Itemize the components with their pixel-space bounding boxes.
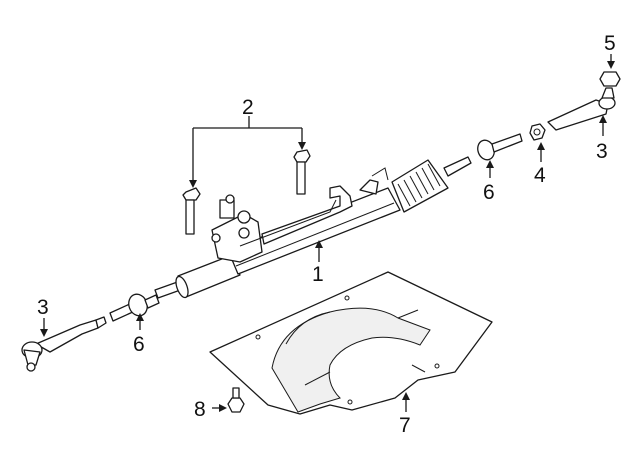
tie-rod-end-right [547,87,616,131]
callout-7: 7 [399,414,411,437]
mounting-bolt-right [293,149,311,195]
splash-shield [209,271,493,415]
callout-3-left: 3 [37,296,49,319]
mounting-bolt-left [182,187,201,235]
castle-nut [599,71,621,87]
callout-labels: 1 2 3 3 4 5 6 6 7 8 [37,32,616,437]
jam-nut [529,123,546,141]
callout-3-right: 3 [596,140,608,163]
callout-6-right: 6 [483,181,495,204]
shield-bolt [227,387,245,413]
steering-rack [154,156,472,299]
callout-2: 2 [242,96,254,119]
callout-6-left: 6 [133,333,145,356]
callout-8: 8 [194,398,206,421]
callout-5: 5 [604,32,616,55]
tie-rod-end-left [21,316,107,372]
inner-tie-rod-left [109,293,160,322]
inner-tie-rod-right [477,133,523,161]
callout-4: 4 [534,164,546,187]
callout-1: 1 [312,263,324,286]
leader-lines [40,54,615,412]
